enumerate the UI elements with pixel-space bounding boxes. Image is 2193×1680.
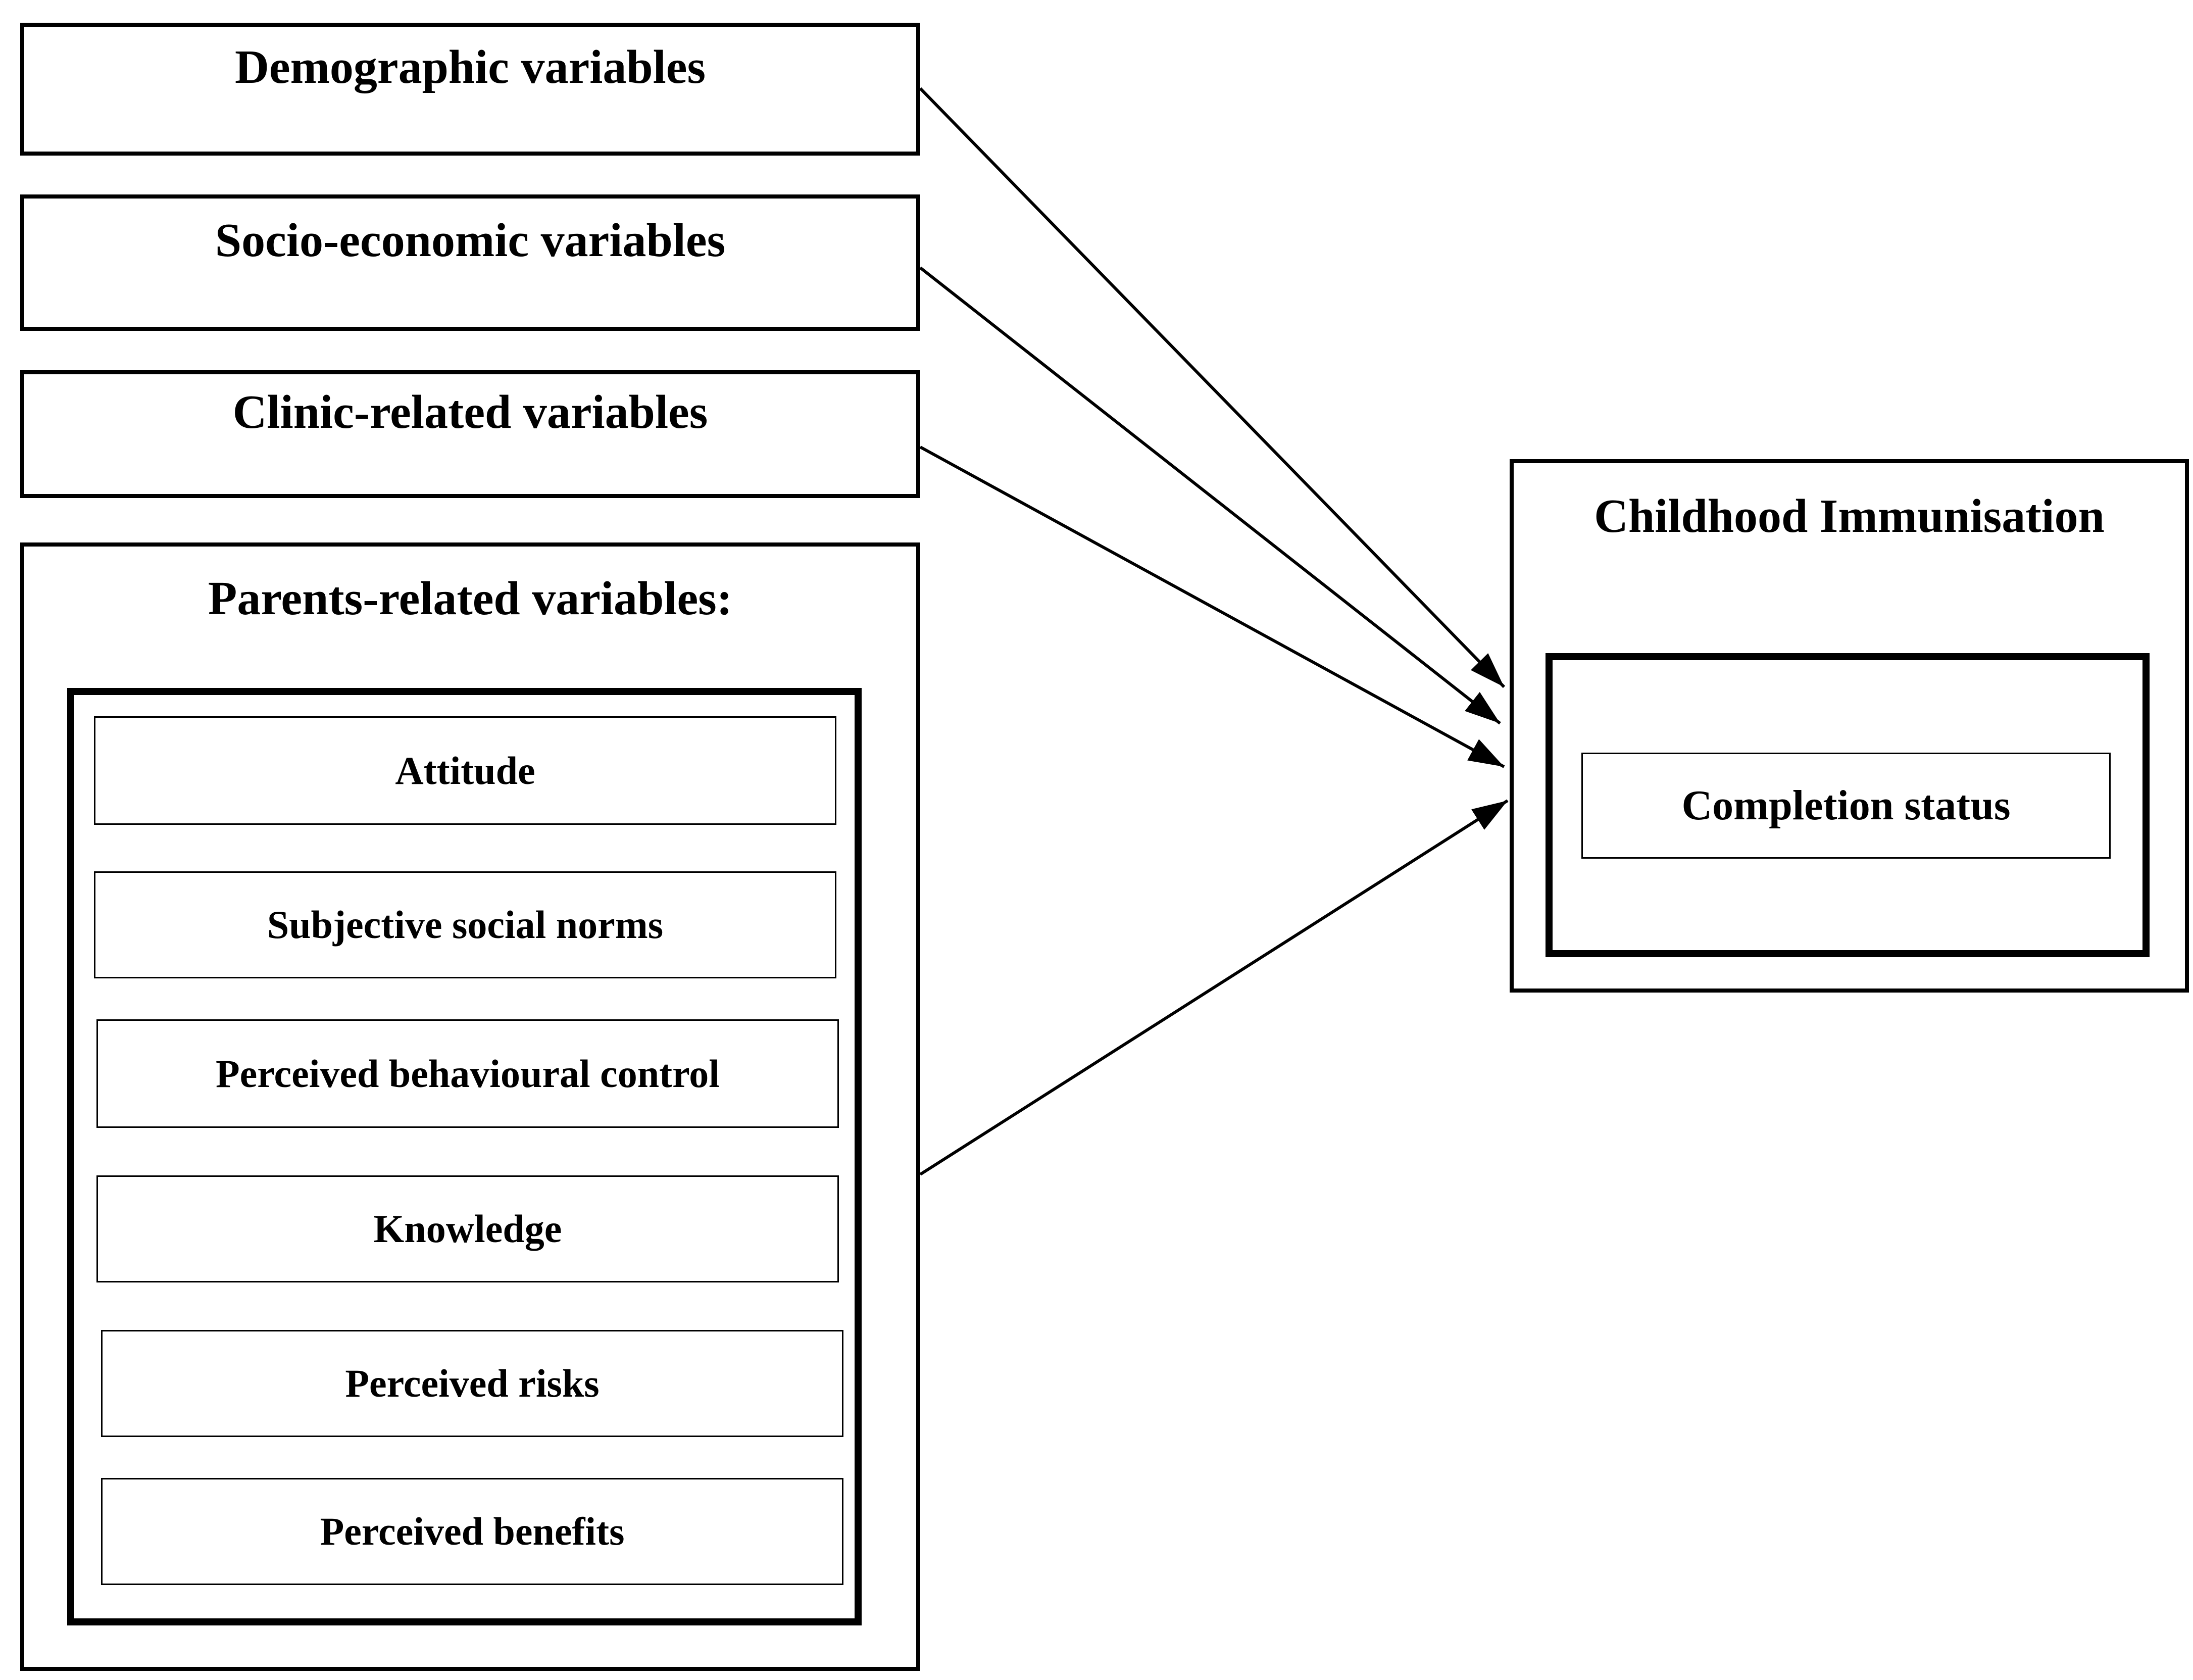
attitude-box: Attitude (94, 716, 836, 825)
arrow-socioeconomic (919, 266, 1501, 725)
perceived-risks-box: Perceived risks (101, 1330, 843, 1437)
perceived-risks-label: Perceived risks (345, 1361, 600, 1405)
knowledge-label: Knowledge (373, 1207, 562, 1251)
perceived-benefits-box: Perceived benefits (101, 1478, 843, 1585)
demographic-variables-box: Demographic variables (20, 23, 920, 156)
perceived-behavioural-control-label: Perceived behavioural control (216, 1051, 720, 1096)
subjective-social-norms-box: Subjective social norms (94, 871, 836, 978)
clinic-related-variables-box: Clinic-related variables (20, 370, 920, 498)
clinic-related-variables-label: Clinic-related variables (232, 385, 708, 438)
socioeconomic-variables-box: Socio-economic variables (20, 194, 920, 331)
attitude-label: Attitude (395, 748, 535, 793)
perceived-behavioural-control-box: Perceived behavioural control (96, 1019, 839, 1128)
subjective-social-norms-label: Subjective social norms (267, 903, 664, 947)
childhood-immunisation-title: Childhood Immunisation (1594, 490, 2105, 542)
socioeconomic-variables-label: Socio-economic variables (215, 214, 726, 267)
parents-variables-inner-frame (67, 688, 862, 1625)
knowledge-box: Knowledge (96, 1175, 839, 1282)
demographic-variables-label: Demographic variables (234, 40, 706, 93)
completion-status-box: Completion status (1581, 753, 2111, 859)
parents-related-variables-title: Parents-related variables: (208, 572, 733, 625)
arrow-demographic (919, 87, 1506, 688)
perceived-benefits-label: Perceived benefits (320, 1509, 625, 1553)
arrow-parents (919, 799, 1509, 1176)
completion-status-label: Completion status (1681, 782, 2011, 829)
arrow-clinic (919, 446, 1505, 768)
